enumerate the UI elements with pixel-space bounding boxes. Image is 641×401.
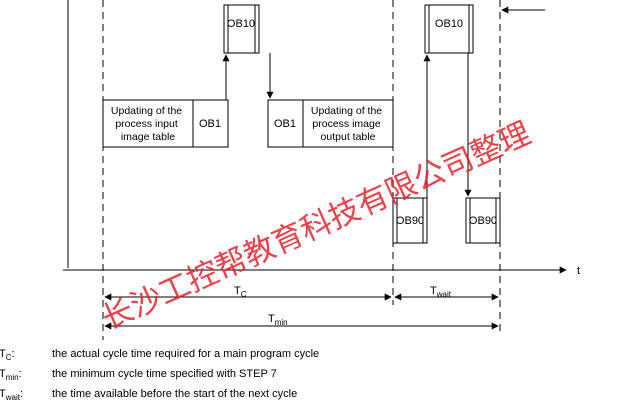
twait-span-label: Twait [430,285,452,299]
legend-twait-text: the time available before the start of t… [52,388,297,400]
ob10-first-box [223,4,260,54]
tc-span-label: TC [234,285,247,299]
ob1-first-box [192,99,229,148]
time-axis-label: t [577,265,580,277]
update-input-text: Updating of the process input image tabl… [111,105,185,143]
update-input-box [102,99,194,148]
tmin-span-label: Tmin [268,313,288,327]
legend-tc-text: the actual cycle time required for a mai… [52,348,319,360]
ob10-first-label: OB10 [227,18,255,30]
legend: TC: the actual cycle time required for a… [0,348,319,401]
ob10-second-box [424,4,474,54]
ob10-second-label: OB10 [435,18,463,30]
legend-tc-symbol: TC: [0,348,15,362]
ob90-second-label: OB90 [469,215,497,227]
ob90-second-box [465,197,501,244]
update-output-box [302,99,394,148]
ob1-first-label: OB1 [199,118,221,130]
legend-twait-symbol: Twait: [0,388,23,401]
ob90-first-box [392,197,428,244]
update-output-text: Updating of the process image output tab… [311,105,385,143]
legend-tmin-symbol: Tmin: [0,368,22,382]
ob1-second-label: OB1 [274,118,296,130]
ob1-second-box [267,99,304,148]
ob90-first-label: OB90 [396,215,424,227]
legend-tmin-text: the minimum cycle time specified with ST… [52,368,277,380]
